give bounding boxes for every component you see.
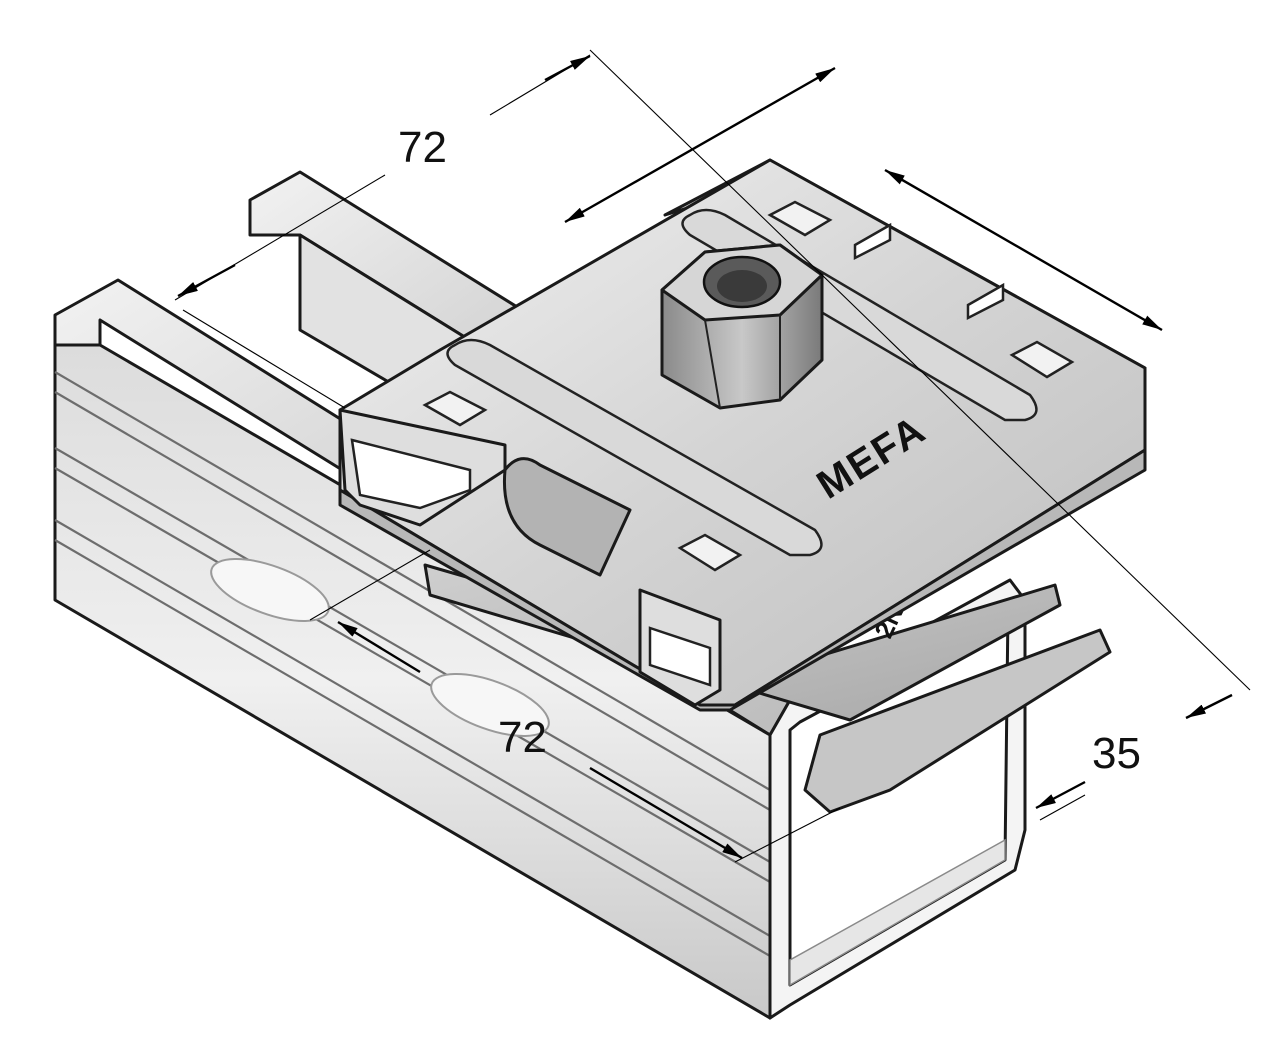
nut-plate-bottom [803, 628, 1112, 814]
channel-nut-plate: 2N [423, 563, 1112, 814]
hex-nut-edge [704, 315, 781, 409]
dim-35-upper [1185, 693, 1233, 720]
dim-72-bottom-left [337, 620, 421, 674]
hex-nut-thread-inner [717, 270, 767, 302]
rail-inner-floor [789, 838, 1006, 987]
bracket-spring-clip [502, 457, 632, 577]
bracket-left-slot [350, 438, 472, 510]
dim-72-top-line [177, 263, 236, 298]
dimension-annotations: 72 72 35 [174, 49, 1251, 863]
bracket-rib [446, 338, 823, 557]
dim-plate-width [884, 168, 1163, 332]
dim-35-lower [1035, 780, 1086, 810]
dim-72-top: 72 [398, 123, 447, 172]
bracket-front-wall [338, 448, 1147, 712]
rail-ribs [54, 371, 771, 957]
dim-72-bottom-right [589, 766, 743, 860]
dim-72-bottom: 72 [498, 713, 547, 762]
dim-35: 35 [1092, 729, 1141, 778]
bracket-right-slot [648, 626, 712, 687]
dim-plate-length [564, 66, 836, 224]
hex-nut [660, 243, 824, 410]
bracket-square-hole [422, 390, 488, 427]
dim-top-arrow [544, 54, 591, 82]
rail-slot [210, 558, 330, 622]
bracket-square-hole [1009, 340, 1075, 379]
rail-slot [430, 673, 550, 737]
bracket-square-hole [677, 533, 743, 572]
